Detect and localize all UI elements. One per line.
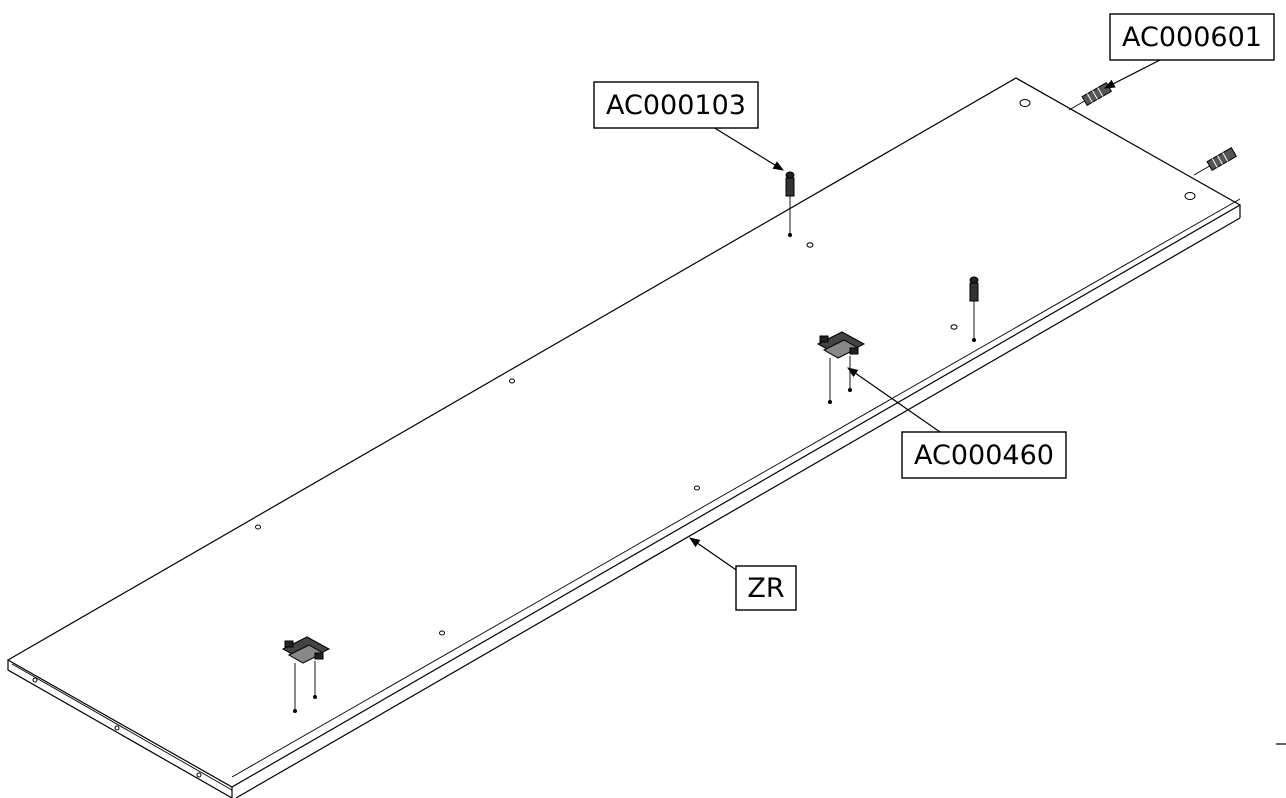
hole [509,378,515,384]
dowel-pair [1068,81,1238,176]
hole [196,772,202,778]
panel-edge-band-line [231,198,1241,778]
callout-edge-band: ZR [735,565,797,611]
hinge-plate [281,636,331,713]
dowel [1193,146,1238,176]
callout-cam-bolt-label: AC000103 [606,90,746,121]
hole [439,630,445,636]
hole [1184,192,1196,200]
leader-cam-bolt [712,126,784,171]
callout-edge-band-label: ZR [747,573,784,604]
shelf-panel [6,77,1242,798]
cam-bolt [785,171,795,237]
leader-dowel [1104,59,1161,89]
hole [114,725,120,731]
panel-bottom-edge [235,217,1241,798]
hinge-plate [816,331,866,404]
panel-left-thickness [7,660,233,798]
hole [694,485,700,491]
hole [32,677,38,683]
hole [1019,99,1031,107]
callout-hinge-plate: AC000460 [901,431,1067,479]
callout-hinge-plate-label: AC000460 [914,440,1054,471]
panel-left-inner-edge [11,663,233,791]
hole [806,242,814,248]
callout-dowel: AC000601 [1109,13,1275,61]
dowel [1068,81,1113,111]
leader-edge-band [689,537,743,575]
leader-hinge-plate [847,367,941,433]
callout-dowel-label: AC000601 [1122,22,1262,53]
callout-cam-bolt: AC000103 [593,81,759,129]
cam-bolt [969,276,979,342]
hole [950,324,958,330]
hole [255,524,261,530]
panel-holes [32,99,1196,778]
